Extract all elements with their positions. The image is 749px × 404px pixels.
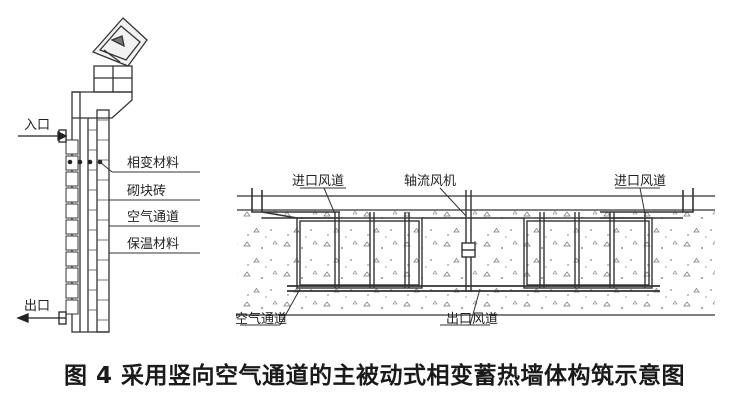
layer-label-brick: 砌块砖 xyxy=(127,184,167,199)
layer-label-air-channel: 空气通道 xyxy=(127,210,180,225)
inlet-duct-right-label: 进口风道 xyxy=(614,174,667,189)
right-leaders xyxy=(240,187,660,326)
axial-fan xyxy=(461,190,476,292)
outlet-label: 出口 xyxy=(24,299,51,314)
layer-label-pcm: 相变材料 xyxy=(127,156,180,171)
axial-fan-label: 轴流风机 xyxy=(404,174,457,189)
channel-frame-right xyxy=(523,212,653,289)
concrete-slab xyxy=(237,210,715,315)
inlet-label: 入口 xyxy=(24,118,51,133)
outlet-duct-label: 出口风道 xyxy=(446,312,499,327)
outlet-duct xyxy=(287,285,660,292)
brick-column xyxy=(65,139,79,315)
right-plan-view xyxy=(237,187,715,326)
left-section-view xyxy=(16,17,200,333)
outlet-arrow xyxy=(16,311,67,325)
layer-label-insulation: 保温材料 xyxy=(127,237,180,252)
layer-leaders xyxy=(99,161,200,254)
figure-caption: 图 4 采用竖向空气通道的主被动式相变蓄热墙体构筑示意图 xyxy=(63,363,686,389)
top-header xyxy=(261,211,524,219)
wall-body xyxy=(71,91,133,333)
air-channel-label: 空气通道 xyxy=(235,312,288,327)
inlet-duct-left-label: 进口风道 xyxy=(292,174,345,189)
top-fan-housing xyxy=(91,17,148,67)
channel-frame-left xyxy=(296,212,423,289)
upper-duct-box xyxy=(93,65,133,93)
brick-hatch xyxy=(88,119,109,321)
inlet-arrow xyxy=(18,129,68,143)
